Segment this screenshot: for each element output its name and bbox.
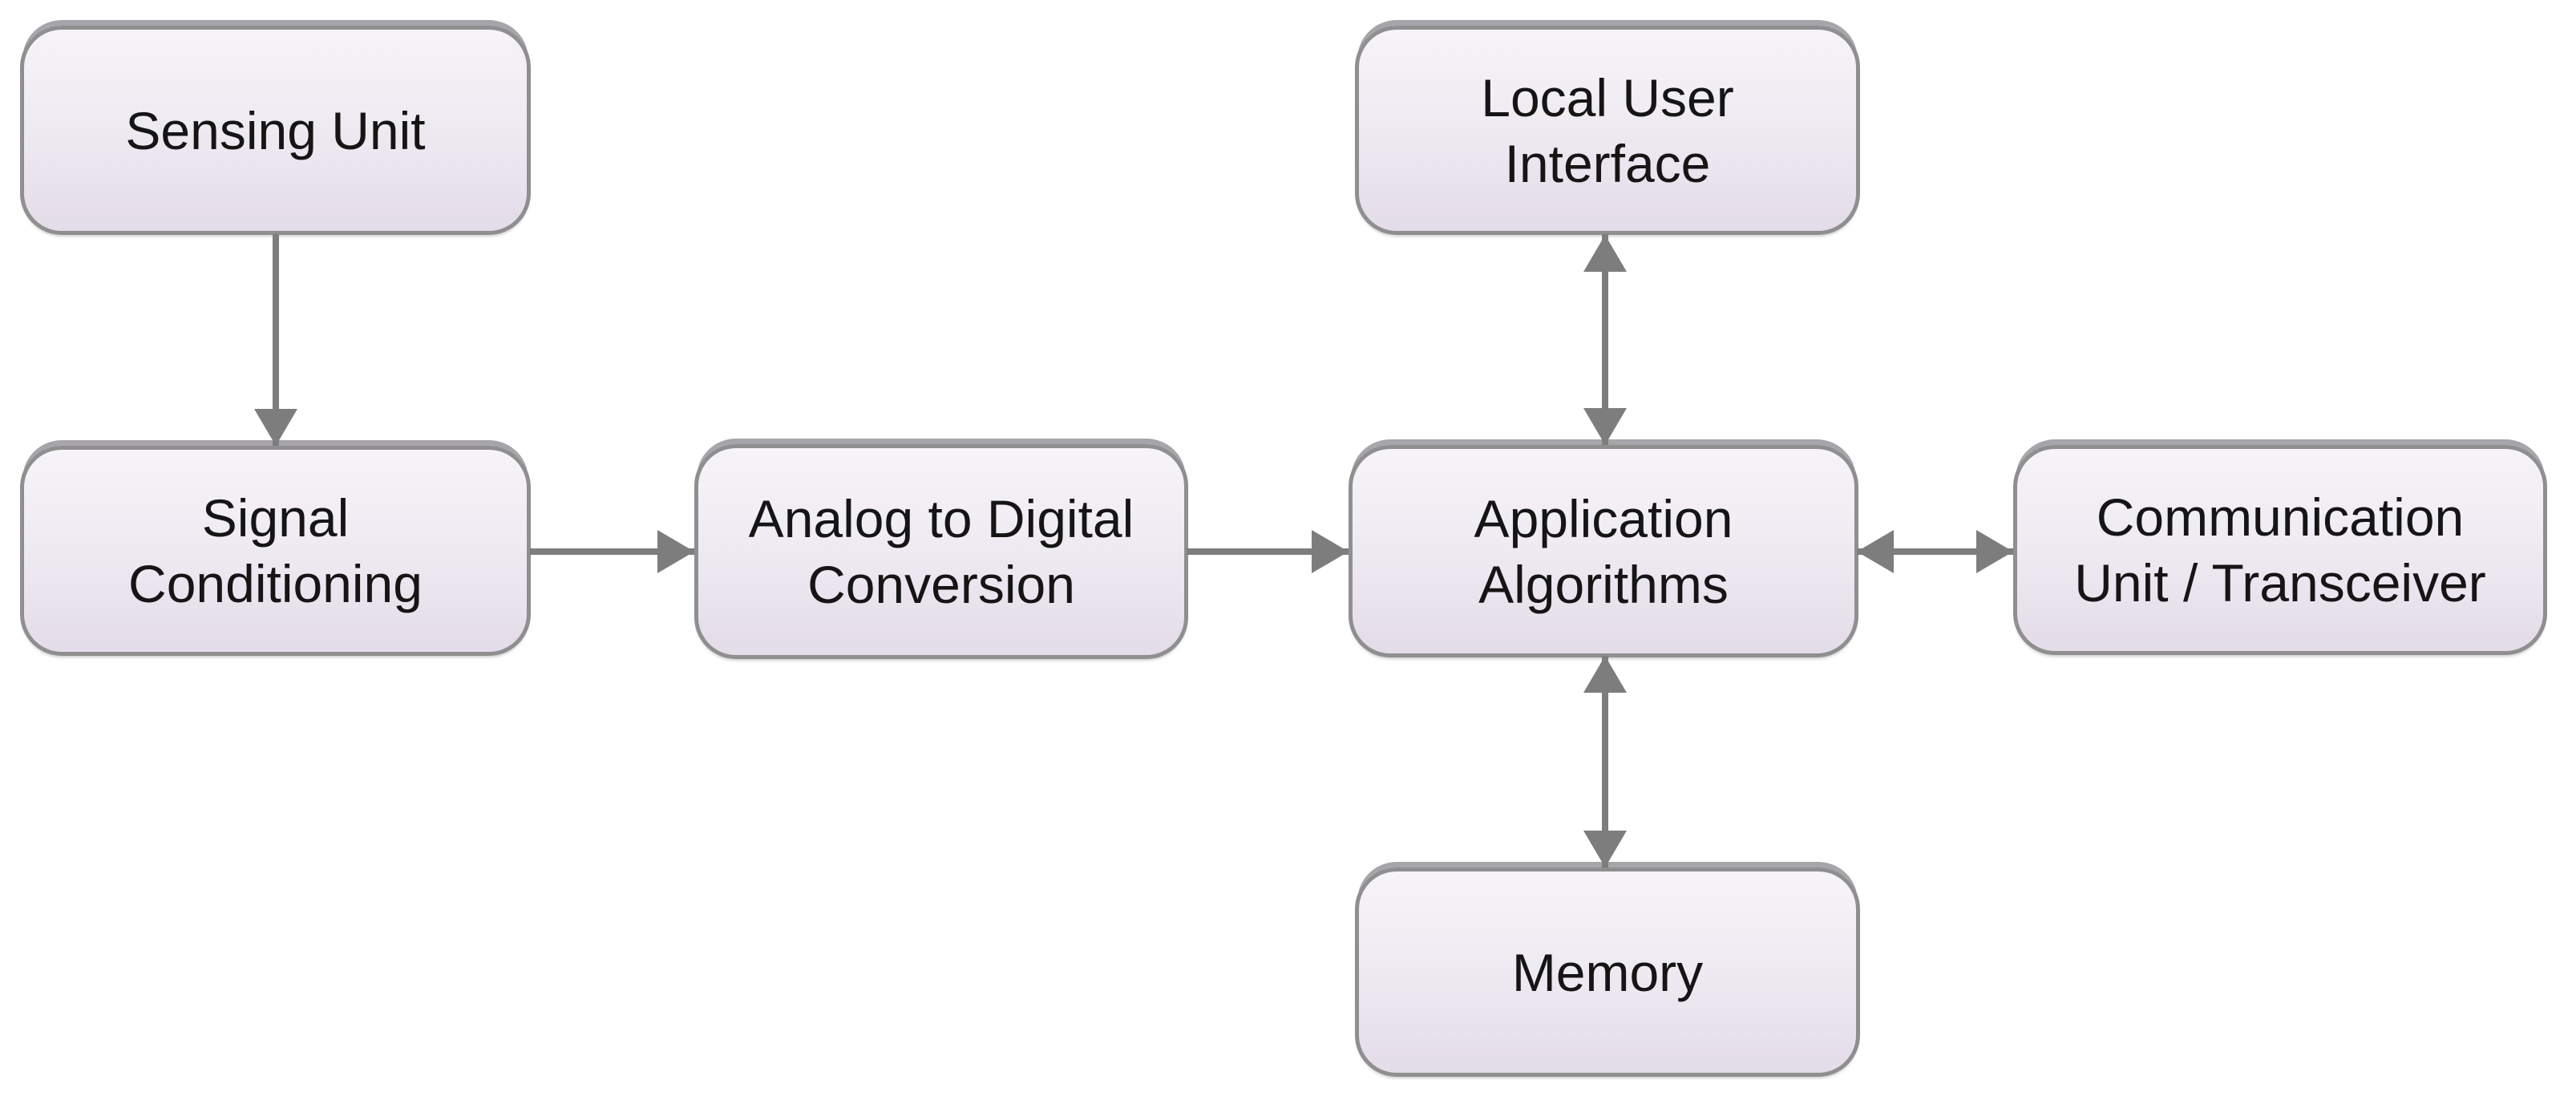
node-label-line: Conditioning [128, 554, 423, 613]
node-label-line: Local User [1481, 67, 1734, 127]
node-label-line: Application [1474, 488, 1733, 548]
arrow-sensing-to-signal-shaft [273, 234, 279, 446]
node-label: Application Algorithms [1474, 486, 1733, 617]
arrow-application-to-memory-shaft [1602, 656, 1608, 867]
node-label-line: Sensing Unit [125, 100, 426, 160]
node-label-line: Signal [201, 488, 350, 548]
node-label-line: Analog to Digital [748, 489, 1134, 548]
arrow-application-to-communication-shaft [1857, 548, 2013, 555]
node-application-algorithms: Application Algorithms [1349, 445, 1858, 657]
node-local-user-interface: Local User Interface [1355, 26, 1860, 235]
arrowhead-left-icon [1857, 530, 1894, 573]
node-sensing-unit: Sensing Unit [20, 26, 531, 235]
arrow-adc-to-application-shaft [1187, 548, 1349, 555]
node-label: Local User Interface [1481, 65, 1733, 196]
arrowhead-right-icon [657, 530, 694, 573]
node-label: Analog to Digital Conversion [749, 486, 1134, 617]
arrow-signal-to-adc-shaft [530, 548, 694, 555]
node-communication-unit-transceiver: Communication Unit / Transceiver [2013, 445, 2547, 655]
node-label: Communication Unit / Transceiver [2074, 484, 2486, 616]
node-signal-conditioning: Signal Conditioning [20, 446, 531, 656]
arrowhead-down-icon [254, 409, 297, 446]
node-label-line: Interface [1504, 133, 1711, 193]
arrow-application-to-local-user-interface-shaft [1602, 234, 1608, 445]
arrowhead-down-icon [1583, 831, 1627, 867]
arrowhead-up-icon [1583, 656, 1627, 693]
node-label-line: Memory [1511, 942, 1704, 1002]
arrowhead-up-icon [1583, 235, 1627, 272]
node-label-line: Communication [2096, 487, 2465, 547]
node-label-line: Algorithms [1478, 554, 1729, 614]
node-label: Signal Conditioning [128, 485, 423, 617]
node-analog-to-digital-conversion: Analog to Digital Conversion [694, 444, 1188, 659]
arrowhead-down-icon [1583, 408, 1627, 445]
node-label: Memory [1512, 940, 1703, 1005]
node-label-line: Unit / Transceiver [2074, 553, 2486, 613]
arrowhead-right-icon [1976, 530, 2013, 573]
node-label-line: Conversion [807, 555, 1075, 614]
node-label: Sensing Unit [125, 98, 425, 164]
arrowhead-right-icon [1312, 530, 1349, 573]
node-memory: Memory [1355, 867, 1860, 1077]
